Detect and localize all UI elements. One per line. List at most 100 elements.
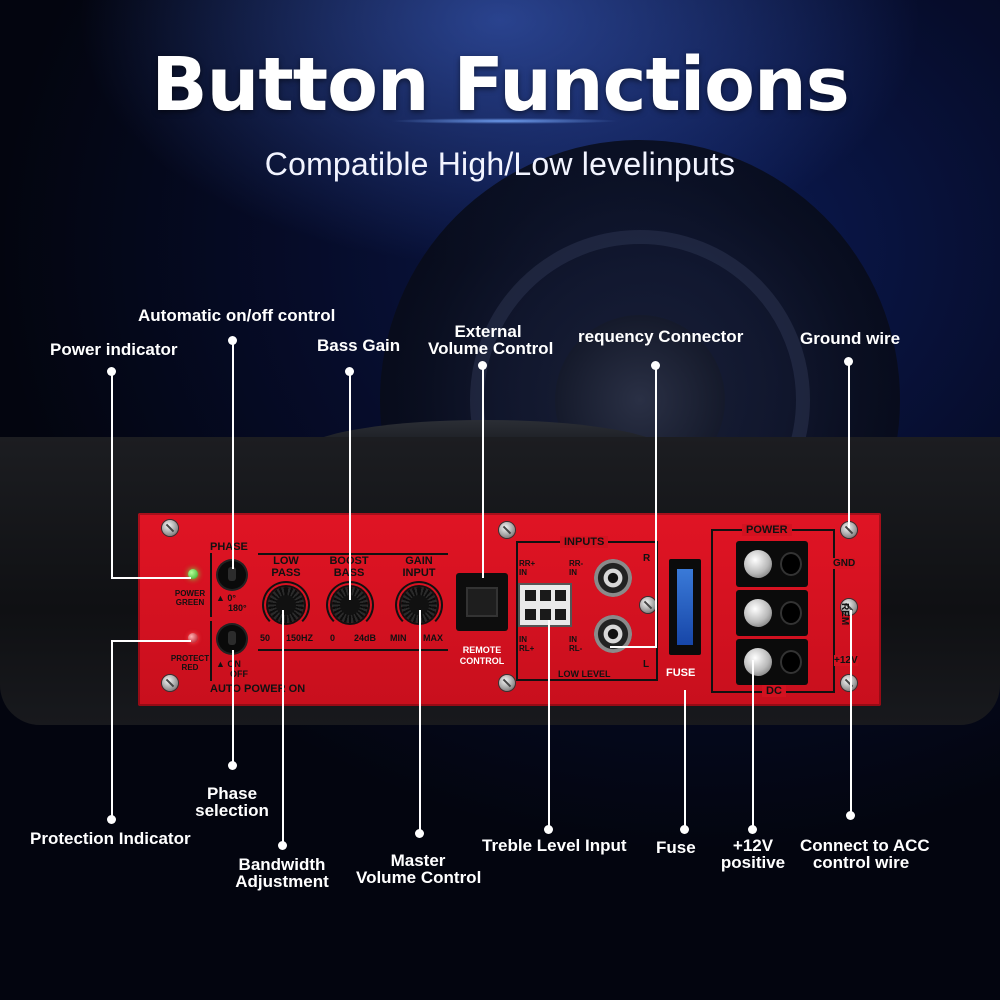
- callout-dot: [345, 367, 354, 376]
- callout-dot: [544, 825, 553, 834]
- callout-protection-indicator: Protection Indicator: [30, 829, 191, 848]
- low-pass-max: 150HZ: [286, 633, 314, 643]
- callout-line: [850, 610, 852, 816]
- callout-line: [548, 620, 550, 830]
- callout-ground-wire: Ground wire: [800, 329, 901, 348]
- rca-r-label: R: [643, 553, 651, 564]
- callout-dot: [651, 361, 660, 370]
- gain-input-scale: [395, 581, 443, 629]
- auto-power-off-option: OFF: [230, 669, 248, 679]
- callout-line: [111, 640, 113, 820]
- boost-bass-max: 24dB: [354, 633, 377, 643]
- callout-dot: [844, 357, 853, 366]
- fuse-holder[interactable]: [669, 559, 701, 655]
- callout-line: [111, 372, 113, 579]
- auto-power-label: AUTO POWER ON: [210, 683, 306, 695]
- boost-bass-min: 0: [330, 633, 336, 643]
- rem-terminal[interactable]: [736, 590, 808, 636]
- callout-auto-onoff: Automatic on/off control: [138, 306, 336, 325]
- callout-line: [684, 690, 686, 830]
- v12-label: +12V: [834, 655, 858, 666]
- knob-group-top-line: [258, 553, 448, 555]
- phase-bracket: [210, 553, 256, 617]
- rca-input-right[interactable]: [594, 559, 632, 597]
- phase-label: PHASE: [210, 541, 248, 553]
- remote-control-port[interactable]: [456, 573, 508, 631]
- rca-l-label: L: [643, 659, 650, 670]
- page-subtitle: Compatible High/Low levelinputs: [264, 146, 736, 182]
- knob-group-bottom-line: [258, 649, 448, 651]
- screw-icon: [162, 675, 178, 691]
- title-glow: [390, 118, 620, 124]
- page-title: Button Functions: [151, 42, 850, 128]
- gain-input-max: MAX: [423, 633, 443, 643]
- gain-input-min: MIN: [390, 633, 407, 643]
- dc-label: DC: [762, 685, 786, 697]
- gnd-label: GND: [833, 558, 856, 569]
- screw-icon: [499, 522, 515, 538]
- high-level-input-connector[interactable]: [518, 583, 572, 627]
- low-pass-min: 50: [260, 633, 271, 643]
- low-pass-knob[interactable]: [268, 587, 304, 623]
- power-label: POWER: [742, 524, 792, 536]
- callout-dot: [107, 367, 116, 376]
- low-level-label: LOW LEVEL: [558, 669, 611, 679]
- callout-dot: [107, 815, 116, 824]
- low-pass-scale: [262, 581, 310, 629]
- callout-treble-input: Treble Level Input: [482, 836, 627, 855]
- screw-icon: [499, 675, 515, 691]
- screw-icon: [841, 599, 857, 615]
- callout-frequency-connector: requency Connector: [578, 327, 744, 346]
- callout-line: [482, 366, 484, 578]
- screw-icon: [640, 597, 656, 613]
- power-12v-terminal[interactable]: [736, 639, 808, 685]
- callout-line: [419, 610, 421, 834]
- auto-power-switch[interactable]: [218, 625, 246, 653]
- callout-line: [232, 341, 234, 569]
- callout-line: [655, 366, 657, 648]
- rr-plus-label: RR+IN: [519, 559, 536, 577]
- screw-icon: [162, 520, 178, 536]
- callout-line: [752, 660, 754, 830]
- auto-power-bracket: [210, 621, 256, 681]
- rr-minus-label: RR-IN: [569, 559, 584, 577]
- screw-icon: [841, 675, 857, 691]
- callout-line: [111, 640, 191, 642]
- callout-dot: [228, 336, 237, 345]
- fuse-label: FUSE: [666, 667, 696, 679]
- rem-label: REM: [839, 603, 850, 626]
- callout-line: [848, 362, 850, 528]
- callout-line: [232, 650, 234, 766]
- gnd-terminal[interactable]: [736, 541, 808, 587]
- callout-bass-gain: Bass Gain: [317, 336, 401, 355]
- callout-dot: [415, 829, 424, 838]
- power-led-icon: [188, 569, 198, 579]
- protect-led-icon: [188, 633, 198, 643]
- callout-dot: [846, 811, 855, 820]
- callout-power-indicator: Power indicator: [50, 340, 178, 359]
- callout-line: [111, 577, 191, 579]
- phase-option-0: ▲ 0°: [216, 593, 237, 603]
- callout-fuse: Fuse: [656, 838, 696, 857]
- screw-icon: [841, 522, 857, 538]
- auto-power-on-option: ▲ ON: [216, 659, 241, 669]
- inputs-label: INPUTS: [560, 536, 609, 548]
- callout-line: [282, 610, 284, 846]
- callout-line: [349, 372, 351, 600]
- callout-dot: [228, 761, 237, 770]
